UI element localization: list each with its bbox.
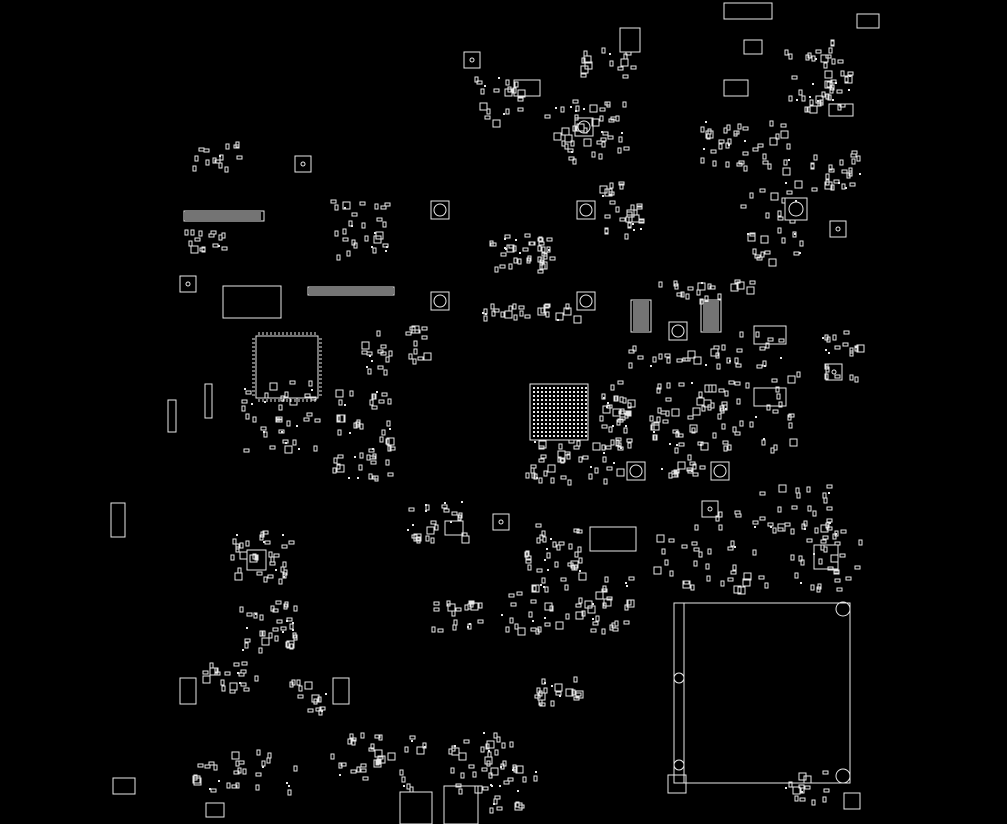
mounting-pads — [112, 13, 880, 818]
main-chipset-bga — [529, 383, 589, 441]
connector-top-left — [183, 210, 265, 222]
lan-chip — [589, 526, 637, 552]
dimm-connectors — [630, 299, 722, 333]
connector-middle — [307, 286, 395, 296]
inductors — [430, 27, 808, 481]
side-connectors — [110, 383, 350, 705]
power-chip — [246, 520, 464, 571]
audio-chips — [753, 325, 839, 570]
cpu-socket-frame — [667, 601, 861, 810]
smd-components — [184, 39, 865, 814]
connector-top-right — [723, 2, 773, 20]
super-io-chip — [252, 332, 322, 402]
bios-chip — [222, 285, 282, 319]
